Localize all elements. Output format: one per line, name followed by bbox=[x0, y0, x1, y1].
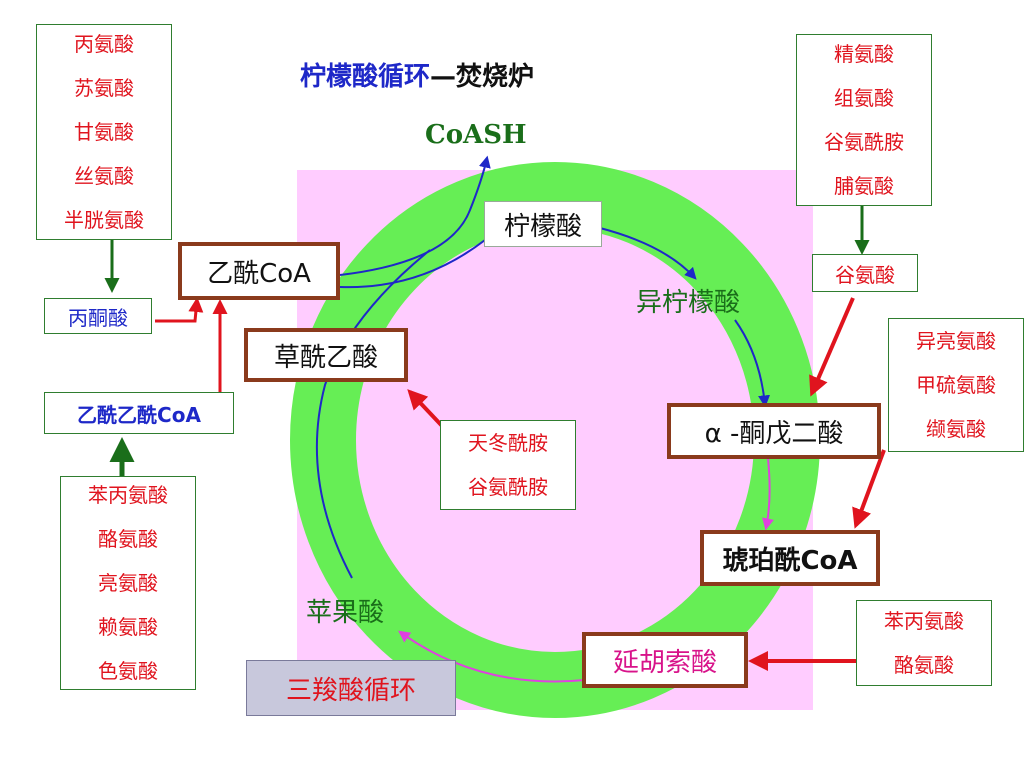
malate-label: 苹果酸 bbox=[306, 598, 385, 628]
page-title: 柠檬酸循环—焚烧炉 bbox=[300, 56, 534, 93]
aa-item: 脯氨酸 bbox=[834, 174, 894, 198]
akg-label: α -酮戊二酸 bbox=[704, 418, 844, 449]
right-top-aa-box: 精氨酸 组氨酸 谷氨酰胺 脯氨酸 bbox=[796, 34, 932, 206]
acetoacetyl-label: 乙酰乙酰CoA bbox=[77, 402, 201, 427]
cycle-name-label: 三羧酸循环 bbox=[285, 675, 416, 706]
pyruvate-box: 丙酮酸 bbox=[44, 298, 152, 334]
aa-item: 天冬酰胺 bbox=[468, 431, 548, 455]
aa-item: 半胱氨酸 bbox=[64, 208, 144, 232]
citrate-label: 柠檬酸 bbox=[503, 211, 582, 242]
right-bottom-aa-box: 苯丙氨酸 酪氨酸 bbox=[856, 600, 992, 686]
aa-item: 甘氨酸 bbox=[74, 120, 134, 144]
glutamate-label: 谷氨酸 bbox=[835, 262, 895, 287]
aa-item: 苯丙氨酸 bbox=[884, 609, 964, 633]
aa-item: 苯丙氨酸 bbox=[88, 483, 168, 507]
succinyl-coa-label: 琥珀酰CoA bbox=[722, 545, 858, 576]
oxaloacetate-box: 草酰乙酸 bbox=[244, 328, 408, 382]
succinyl-coa-box: 琥珀酰CoA bbox=[700, 530, 880, 586]
cycle-name-box: 三羧酸循环 bbox=[246, 660, 456, 716]
aa-item: 酪氨酸 bbox=[894, 653, 954, 677]
title-sub: 焚烧炉 bbox=[456, 62, 535, 92]
acetyl-coa-label: 乙酰CoA bbox=[207, 258, 311, 289]
isocitrate-to-akg-arrow bbox=[734, 319, 771, 408]
fumarate-box: 延胡索酸 bbox=[582, 632, 748, 688]
fumarate-label: 延胡索酸 bbox=[612, 647, 717, 678]
citrate-box: 柠檬酸 bbox=[484, 201, 602, 247]
center-aa-box: 天冬酰胺 谷氨酰胺 bbox=[440, 420, 576, 510]
aa-item: 酪氨酸 bbox=[98, 527, 158, 551]
aa-item: 赖氨酸 bbox=[98, 615, 158, 639]
citrate-to-isocitrate-arrow bbox=[599, 227, 697, 280]
aas-to-succinyl-arrow bbox=[852, 449, 886, 529]
akg-box: α -酮戊二酸 bbox=[667, 403, 881, 459]
aa-item: 丙氨酸 bbox=[74, 32, 134, 56]
aa-item: 谷氨酰胺 bbox=[468, 475, 548, 499]
glutamate-to-akg-arrow bbox=[809, 297, 855, 397]
aa-item: 苏氨酸 bbox=[74, 76, 134, 100]
left-top-aa-box: 丙氨酸 苏氨酸 甘氨酸 丝氨酸 半胱氨酸 bbox=[36, 24, 172, 240]
acetyl-coa-box: 乙酰CoA bbox=[178, 242, 340, 300]
coash-flow-arrow bbox=[339, 155, 491, 276]
fumarate-to-malate-arrow bbox=[398, 630, 586, 683]
aa-item: 谷氨酰胺 bbox=[824, 130, 904, 154]
title-dash: — bbox=[430, 62, 457, 92]
acetyl-to-citrate-flow bbox=[339, 239, 486, 289]
malate-to-oxaloacetate-flow bbox=[315, 249, 431, 579]
aa-item: 丝氨酸 bbox=[74, 164, 134, 188]
pyruvate-to-acetyl-arrow bbox=[155, 297, 204, 323]
aa-item: 精氨酸 bbox=[834, 42, 894, 66]
coash-label: CoASH bbox=[425, 120, 527, 150]
isocitrate-label: 异柠檬酸 bbox=[636, 288, 741, 318]
aa-item: 色氨酸 bbox=[98, 659, 158, 683]
left-bottom-aa-box: 苯丙氨酸 酪氨酸 亮氨酸 赖氨酸 色氨酸 bbox=[60, 476, 196, 690]
oxaloacetate-label: 草酰乙酸 bbox=[273, 342, 378, 373]
acetoacetyl-box: 乙酰乙酰CoA bbox=[44, 392, 234, 434]
asparagine-to-oxaloacetate-arrow bbox=[407, 389, 446, 430]
aa-item: 异亮氨酸 bbox=[916, 329, 996, 353]
aa-item: 组氨酸 bbox=[834, 86, 894, 110]
title-main: 柠檬酸循环 bbox=[300, 62, 431, 92]
right-mid-aa-box: 异亮氨酸 甲硫氨酸 缬氨酸 bbox=[888, 318, 1024, 452]
glutamate-box: 谷氨酸 bbox=[812, 254, 918, 292]
aa-item: 缬氨酸 bbox=[926, 417, 986, 441]
akg-to-succinyl-arrow bbox=[762, 457, 774, 531]
pyruvate-label: 丙酮酸 bbox=[68, 305, 128, 330]
aa-item: 亮氨酸 bbox=[98, 571, 158, 595]
aa-item: 甲硫氨酸 bbox=[916, 373, 996, 397]
